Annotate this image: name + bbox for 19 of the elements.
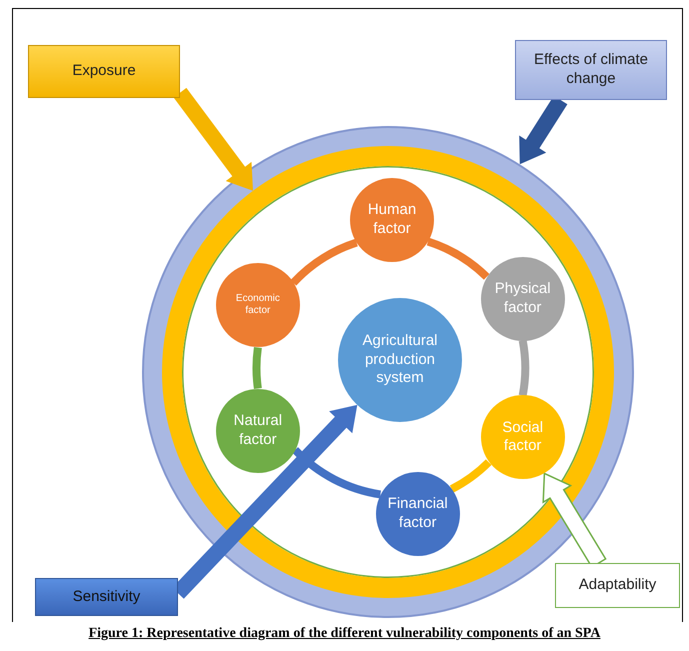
label-box: Adaptability bbox=[555, 563, 680, 608]
factor-circle: Financial factor bbox=[376, 472, 460, 556]
label-box: Sensitivity bbox=[35, 578, 178, 616]
connector-arc bbox=[518, 340, 530, 396]
factor-circle: Economic factor bbox=[216, 263, 300, 348]
connector-arc bbox=[292, 447, 382, 498]
factor-circle: Human factor bbox=[350, 178, 434, 262]
factor-circle: Natural factor bbox=[216, 388, 300, 473]
connector-arc bbox=[290, 238, 358, 286]
connector-arc bbox=[450, 459, 492, 493]
system-circle: Agricultural production system bbox=[338, 298, 462, 422]
factor-circle: Physical factor bbox=[480, 256, 565, 341]
block-arrow bbox=[174, 88, 253, 191]
figure-caption: Figure 1: Representative diagram of the different vulnerability components of an SPA bbox=[88, 626, 602, 642]
connector-arc bbox=[252, 347, 262, 389]
label-box: Exposure bbox=[28, 45, 180, 98]
label-box: Effects of climate change bbox=[515, 40, 667, 100]
factor-circle: Social factor bbox=[480, 395, 565, 480]
connector-arc bbox=[426, 238, 490, 280]
